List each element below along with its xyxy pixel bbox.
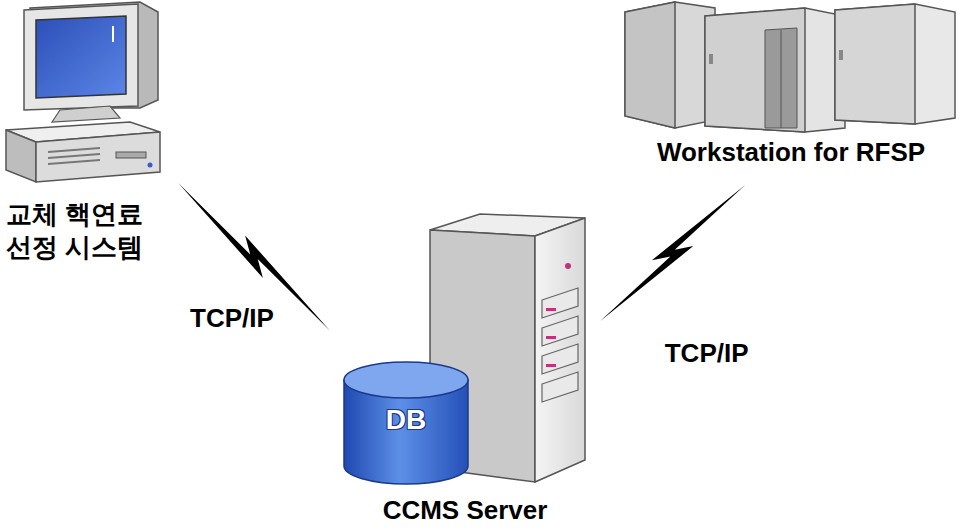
icon-part [36, 132, 160, 182]
icon-part [781, 30, 782, 128]
icon-part [625, 2, 715, 128]
icon-part [48, 154, 100, 158]
icon-part [52, 106, 120, 122]
node-label: Workstation for RFSP [615, 136, 967, 169]
icon-part [116, 152, 146, 158]
link-label: TCP/IP [187, 303, 277, 334]
icon-part [546, 364, 556, 367]
lightning-link [600, 185, 745, 321]
icon-part [705, 8, 805, 132]
link-label: TCP/IP [662, 338, 752, 369]
icon-part [6, 130, 36, 182]
icon-part [24, 4, 138, 110]
icon-part [625, 2, 675, 128]
icon-part [835, 4, 915, 124]
database-node: DB [340, 358, 472, 490]
icon-part [48, 148, 100, 152]
icon-part [705, 8, 845, 132]
icon-part [542, 288, 578, 318]
icon-part [112, 26, 114, 42]
icon-part [542, 344, 578, 374]
server-node: CCMS Server DB [330, 210, 600, 528]
icon-part [344, 362, 468, 398]
workstation-node: Workstation for RFSP [615, 0, 967, 185]
client-pc-node: 교체 핵연료 선정 시스템 [0, 0, 178, 290]
node-label: 교체 핵연료 선정 시스템 [6, 198, 174, 263]
desktop-pc-icon [0, 0, 165, 190]
icon-part [542, 372, 578, 402]
database-label: DB [340, 402, 472, 437]
icon-part [835, 4, 955, 124]
icon-part [36, 16, 126, 98]
node-label: CCMS Server [330, 494, 600, 527]
icon-part [839, 50, 843, 60]
workstation-rack-icon [615, 0, 967, 135]
icon-part [535, 218, 585, 482]
icon-part [765, 28, 797, 128]
icon-part [546, 308, 556, 311]
icon-part [148, 163, 153, 168]
icon-part [542, 316, 578, 346]
icon-part [565, 263, 571, 269]
icon-part [709, 54, 713, 64]
icon-part [546, 336, 556, 339]
icon-part [48, 160, 100, 164]
